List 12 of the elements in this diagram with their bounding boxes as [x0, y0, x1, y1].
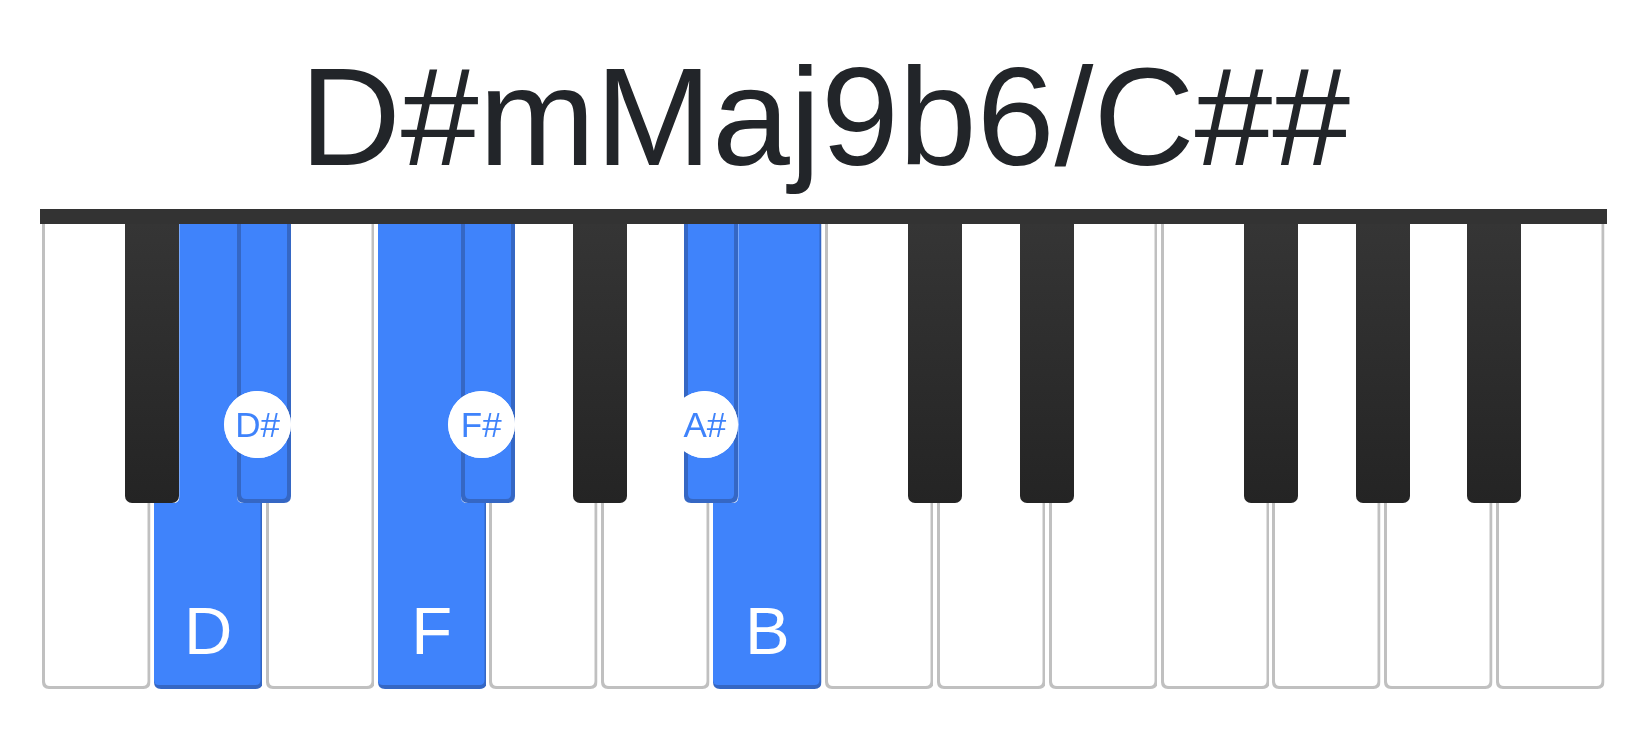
keyboard-rail [40, 209, 1607, 224]
accidental-key [1467, 224, 1522, 503]
accidental-key [1019, 224, 1074, 503]
accidental-key [1243, 224, 1298, 503]
note-label: B [744, 597, 791, 664]
note-label: D [182, 597, 234, 664]
accidental-key [125, 224, 180, 503]
note-label: F [410, 597, 454, 664]
accidental-key [572, 224, 627, 503]
accidental-key [908, 224, 963, 503]
accidental-key [1355, 224, 1410, 503]
chord-title: D#mMaj9b6/C## [299, 37, 1351, 197]
